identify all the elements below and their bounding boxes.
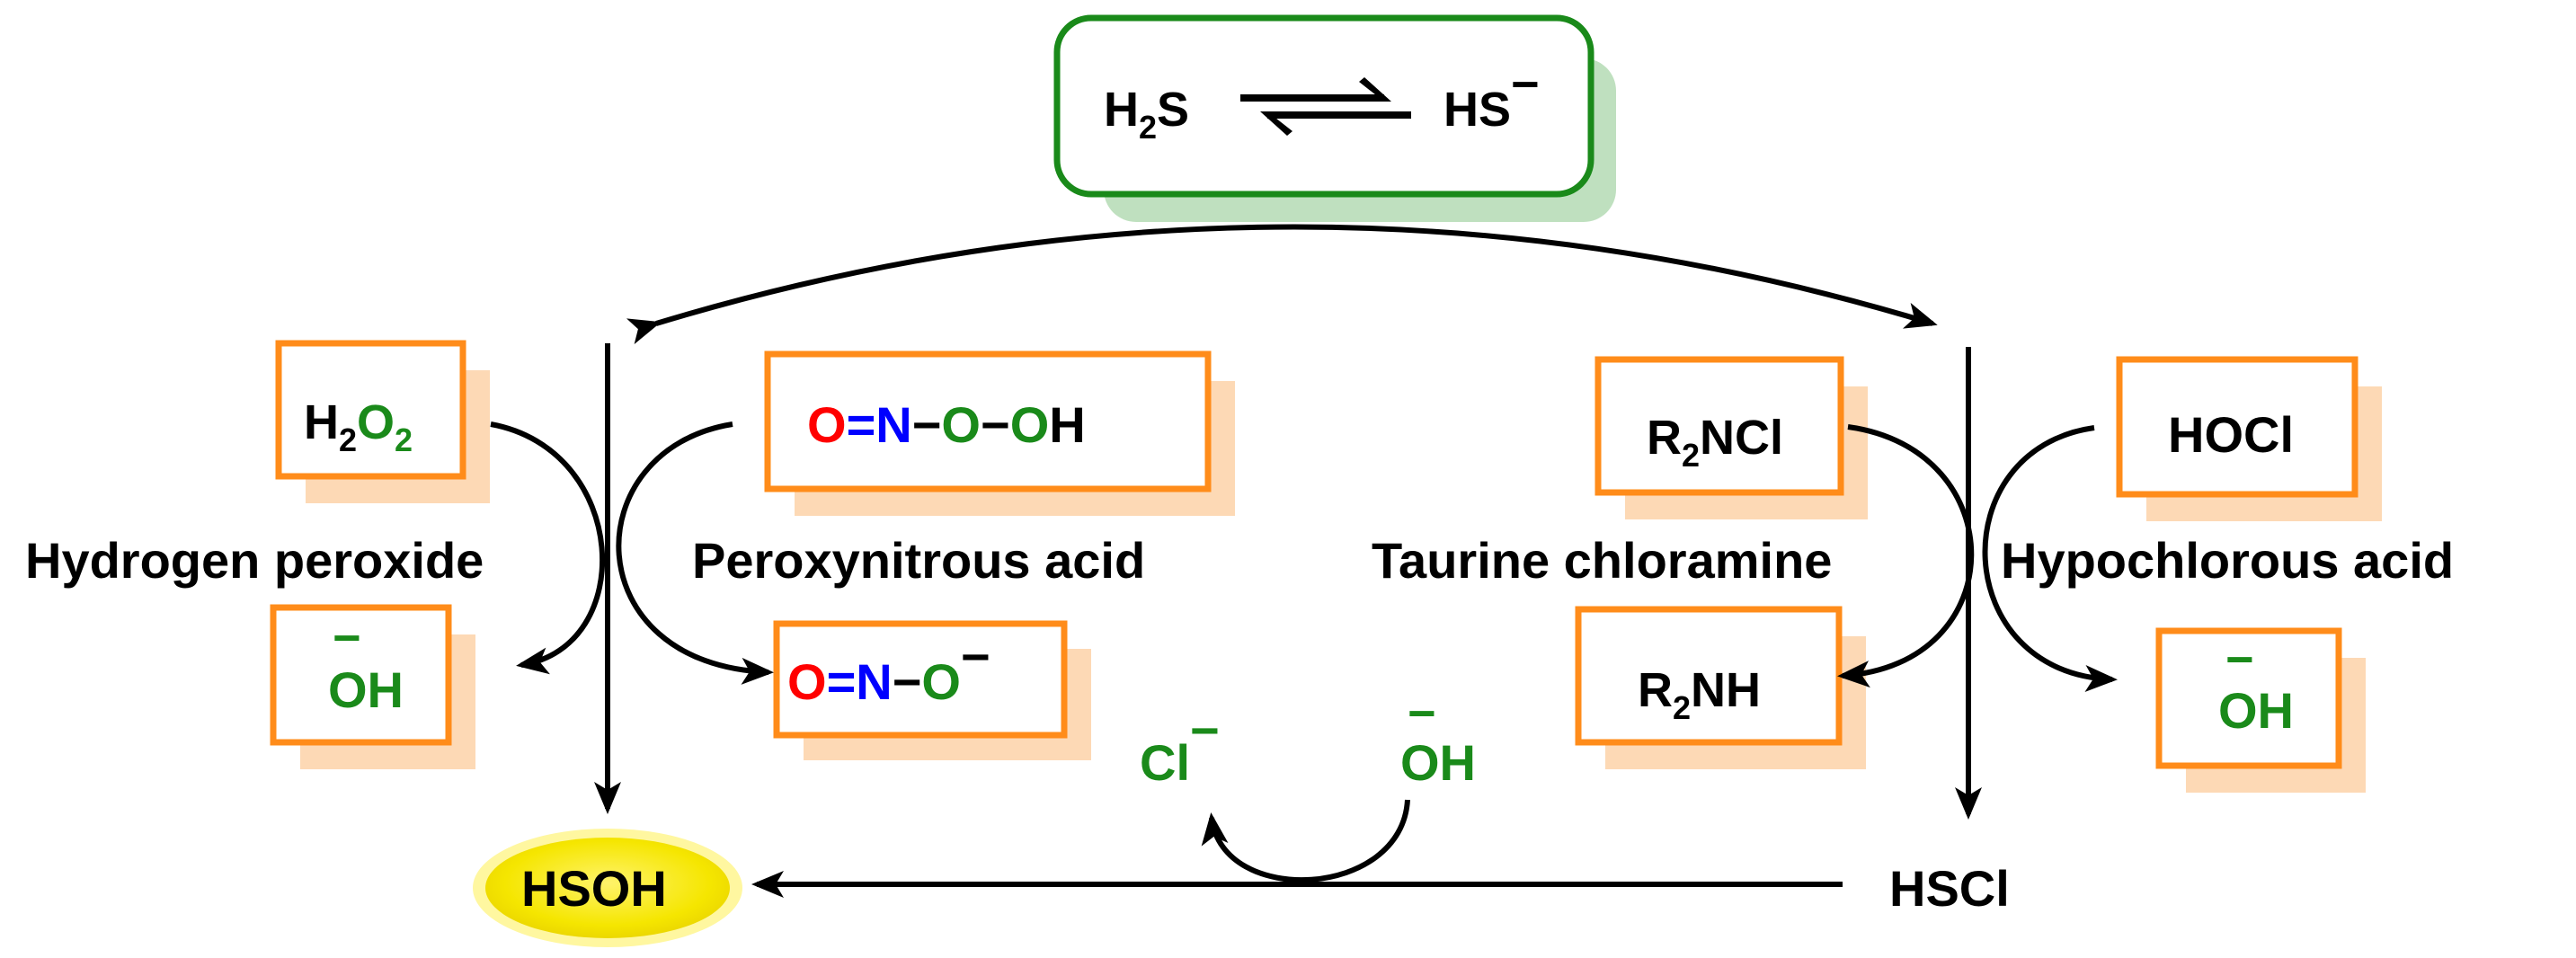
peroxynitrite-formula: O=N−O− (787, 628, 990, 710)
hsoh-ellipse-fill (485, 838, 730, 938)
oh-left-box-frame (270, 604, 452, 746)
h2o2-to-oh-curve (490, 421, 606, 675)
peroxynitrous-formula: O=N−O−OH (807, 396, 1086, 453)
hscl-label: HSCl (1889, 860, 2010, 917)
peroxynitrite-box-frame (773, 620, 1068, 739)
oh-left-box: − OH (270, 604, 475, 769)
cl-minus-label: Cl− (1140, 702, 1220, 791)
hydrogen-peroxide-label: Hydrogen peroxide (25, 532, 484, 589)
hocl-formula: HOCl (2168, 406, 2294, 463)
taurine-chloramine-label: Taurine chloramine (1372, 532, 1832, 589)
hocl-box-frame (2116, 356, 2358, 498)
peroxynitrous-acid-label: Peroxynitrous acid (692, 532, 1145, 589)
forward-half-arrow (1240, 77, 1391, 102)
equilibrium-arrows (1240, 77, 1411, 136)
oh-left-charge: − (333, 611, 361, 665)
r2ncl-formula: R2NCl (1647, 411, 1783, 474)
equilibrium-box: H2S HS− (1053, 14, 1616, 222)
r2ncl-box: R2NCl (1594, 356, 1868, 519)
oh-left-text: OH (328, 661, 404, 718)
peroxynitrite-box: O=N−O− (773, 620, 1091, 760)
h2o2-formula: H2O2 (304, 395, 413, 458)
hs-minus-label: HS− (1443, 58, 1540, 137)
oh-bottom-charge: − (1408, 687, 1436, 741)
branch-arc (626, 224, 1938, 345)
h2o2-box-frame (275, 340, 466, 480)
hocl-to-oh-curve (1982, 425, 2118, 692)
oh-right-text: OH (2218, 682, 2294, 739)
hsoh-label: HSOH (521, 860, 667, 917)
r2nh-box-frame (1575, 606, 1843, 746)
oh-bottom-text: OH (1400, 734, 1476, 791)
oh-to-cl-curve (1201, 799, 1410, 883)
hsoh-ellipse (473, 829, 742, 947)
equilibrium-box-frame (1053, 14, 1594, 198)
r2ncl-box-frame (1594, 356, 1844, 496)
hypochlorous-acid-label: Hypochlorous acid (2001, 532, 2454, 589)
peroxynitrous-box-frame (764, 350, 1212, 492)
oh-right-charge: − (2225, 633, 2254, 687)
reverse-half-arrow (1260, 111, 1411, 136)
peroxynitrous-box: O=N−O−OH (764, 350, 1235, 516)
oh-right-box-frame (2155, 627, 2342, 769)
oh-right-box: − OH (2155, 627, 2366, 793)
h2o2-box: H2O2 (275, 340, 490, 503)
r2nh-formula: R2NH (1638, 663, 1761, 726)
peroxynitrous-to-peroxynitrite-curve (616, 421, 774, 685)
r2nh-box: R2NH (1575, 606, 1866, 769)
r2ncl-to-r2nh-curve (1837, 424, 1975, 688)
hocl-box: HOCl (2116, 356, 2382, 521)
h2s-label: H2S (1104, 83, 1189, 146)
